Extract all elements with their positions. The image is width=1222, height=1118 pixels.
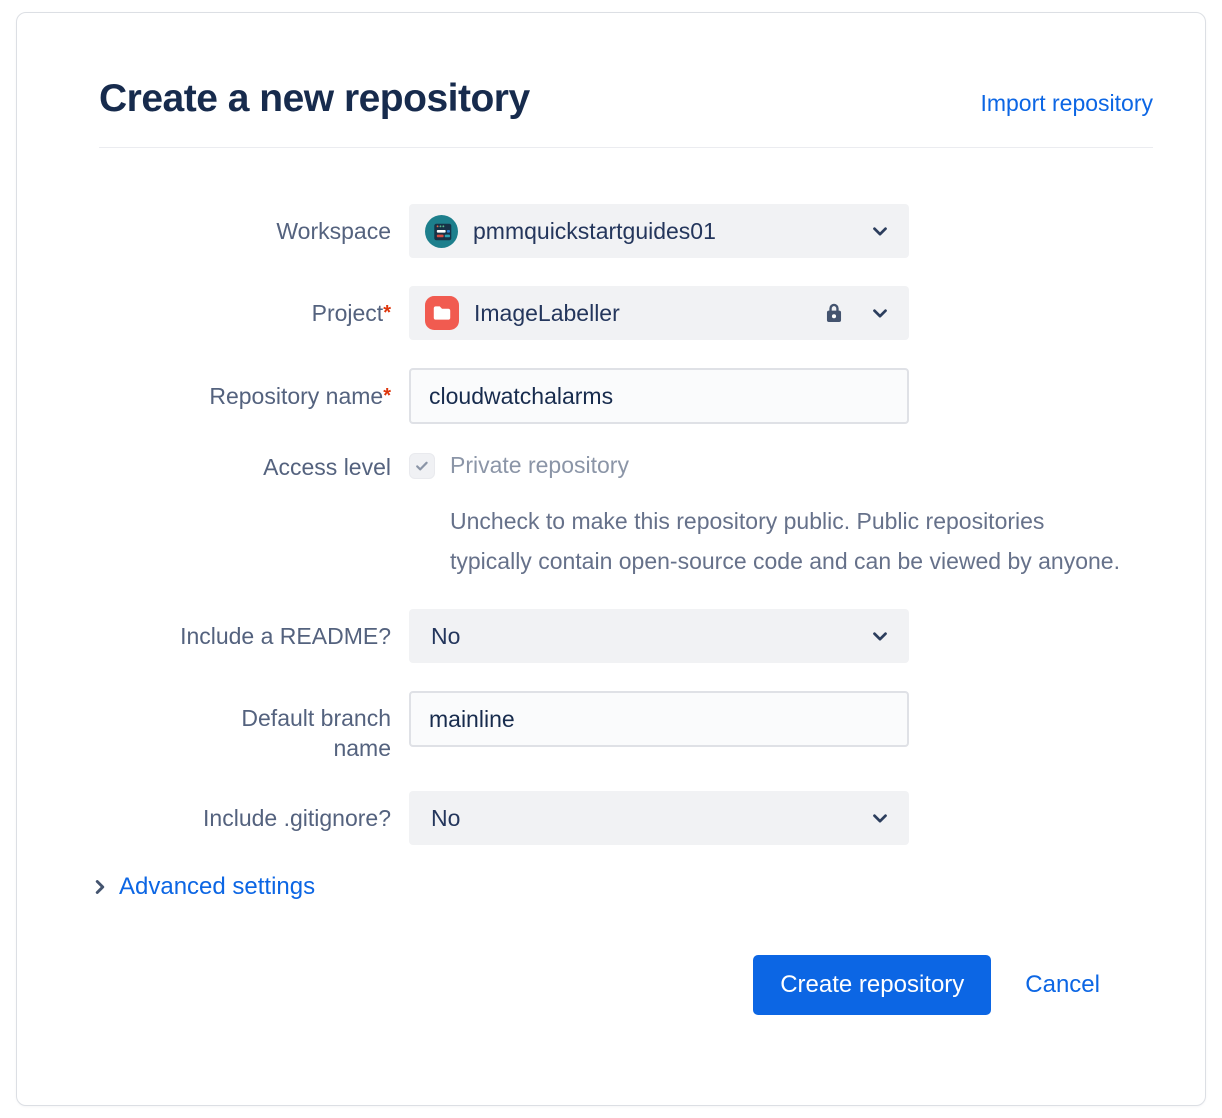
project-row: Project* ImageLabeller: [83, 286, 1153, 340]
private-repository-label: Private repository: [450, 452, 629, 478]
workspace-select[interactable]: pmmquickstartguides01: [409, 204, 909, 258]
header-divider: [99, 147, 1153, 148]
access-level-help-text: Uncheck to make this repository public. …: [450, 508, 1120, 574]
advanced-settings-label: Advanced settings: [119, 873, 316, 900]
workspace-avatar: [425, 214, 458, 248]
repository-name-row: Repository name*: [83, 368, 1153, 424]
import-repository-link[interactable]: Import repository: [980, 90, 1153, 116]
project-select[interactable]: ImageLabeller: [409, 286, 909, 340]
advanced-settings-toggle[interactable]: Advanced settings: [89, 873, 1153, 901]
include-readme-label: Include a README?: [180, 623, 391, 649]
workspace-value: pmmquickstartguides01: [473, 217, 716, 244]
project-folder-icon: [425, 296, 459, 330]
repository-name-label: Repository name*: [209, 383, 391, 409]
chevron-right-icon: [95, 880, 105, 894]
access-level-label: Access level: [263, 454, 391, 480]
create-repository-dialog: Create a new repository Import repositor…: [16, 12, 1206, 1106]
include-gitignore-row: Include .gitignore? No: [83, 791, 1153, 845]
dialog-actions: Create repository Cancel: [83, 955, 1153, 1015]
required-asterisk: *: [383, 385, 391, 407]
chevron-down-icon: [873, 227, 887, 236]
default-branch-label: Default branch name: [241, 705, 391, 761]
chevron-down-icon: [873, 309, 887, 318]
include-gitignore-select[interactable]: No: [409, 791, 909, 845]
project-value: ImageLabeller: [474, 299, 620, 326]
access-level-row: Access level Private repository Uncheck …: [83, 452, 1153, 581]
cancel-button[interactable]: Cancel: [1025, 971, 1100, 998]
lock-icon: [826, 303, 842, 322]
chevron-down-icon: [873, 814, 887, 823]
project-label: Project*: [311, 300, 391, 326]
chevron-down-icon: [873, 632, 887, 641]
create-repository-button[interactable]: Create repository: [753, 955, 992, 1015]
default-branch-input[interactable]: [409, 691, 909, 747]
create-repository-form: Workspace: [83, 204, 1153, 1015]
include-readme-row: Include a README? No: [83, 609, 1153, 663]
workspace-label: Workspace: [276, 218, 391, 244]
required-asterisk: *: [383, 302, 391, 324]
include-readme-select[interactable]: No: [409, 609, 909, 663]
private-repository-checkbox[interactable]: [409, 452, 435, 479]
include-gitignore-value: No: [431, 804, 461, 831]
page-title: Create a new repository: [99, 77, 530, 120]
repository-name-input[interactable]: [409, 368, 909, 424]
include-gitignore-label: Include .gitignore?: [203, 805, 391, 831]
include-readme-value: No: [431, 622, 461, 649]
workspace-row: Workspace: [83, 204, 1153, 258]
dialog-header: Create a new repository Import repositor…: [83, 77, 1153, 121]
default-branch-row: Default branch name: [83, 691, 1153, 763]
